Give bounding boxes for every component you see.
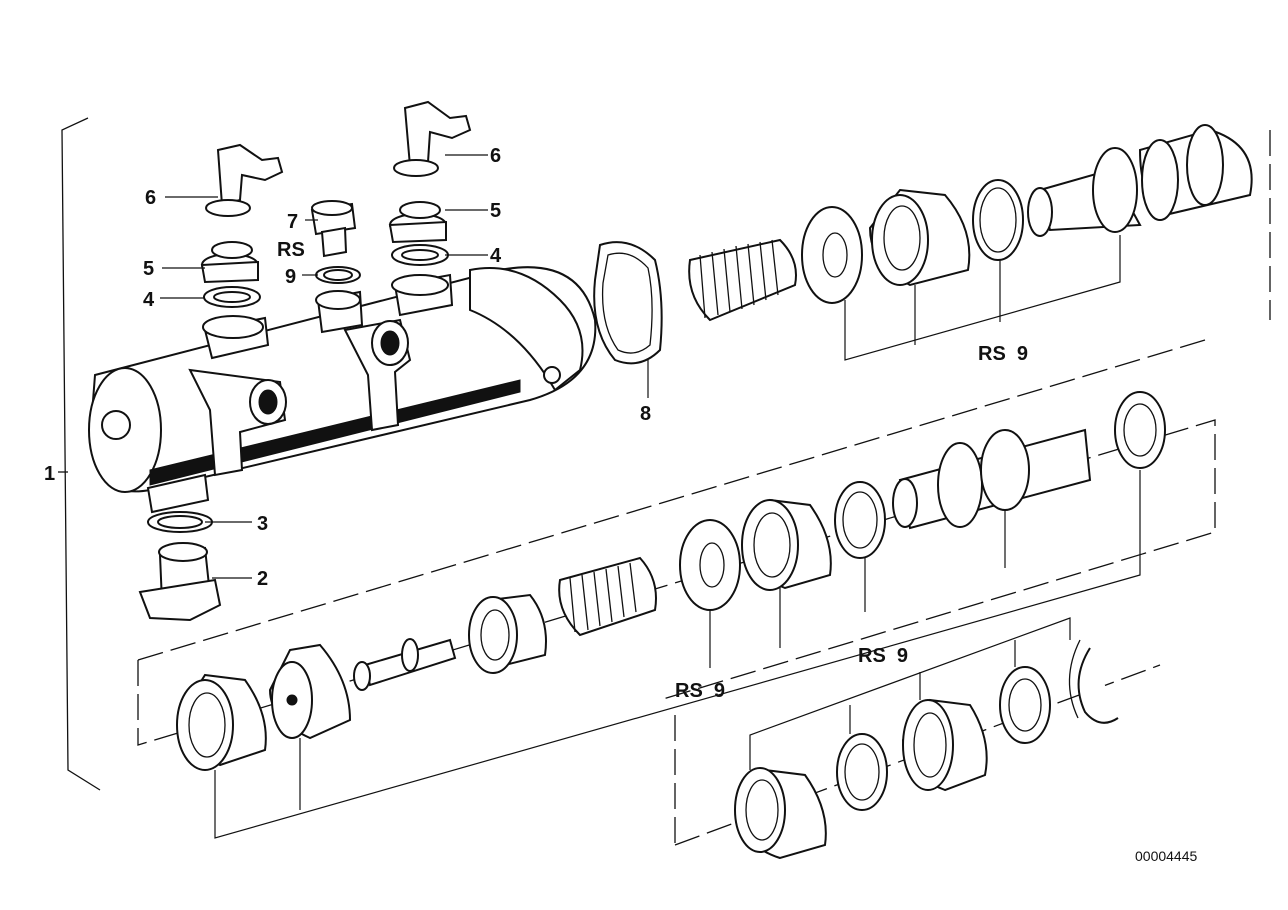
washer-4-left — [203, 286, 261, 308]
star-washer-middle — [679, 519, 741, 611]
label-gasket-8: 8 — [640, 403, 651, 425]
label-seal-ring-3: 3 — [257, 513, 268, 535]
label-elbow-6-left: 6 — [145, 187, 156, 209]
cup-seal-upper — [868, 188, 971, 287]
washer-lower — [999, 666, 1051, 744]
elbow-6-left — [205, 143, 284, 217]
elbow-6-right — [393, 100, 472, 177]
bolt-middle — [353, 638, 457, 691]
label-repair-set-top: RS 9 — [978, 343, 1028, 365]
piston-upper — [1027, 124, 1253, 237]
spring-middle — [558, 556, 657, 637]
label-screw-plug-7: 7 — [287, 211, 298, 233]
ring-9 — [315, 266, 361, 284]
cup-seal-middle — [741, 498, 832, 591]
leader-lines — [160, 154, 1141, 839]
ring-middle — [834, 481, 886, 559]
piston-middle — [892, 428, 1092, 530]
ring-lower — [836, 733, 888, 811]
gasket-8 — [593, 241, 663, 365]
seal-ring-3 — [147, 511, 213, 533]
cup-seal-lower-left — [734, 767, 827, 860]
reference-number: 00004445 — [1135, 848, 1198, 864]
washer-middle-right — [1114, 391, 1166, 469]
label-washer-4-right: 4 — [490, 245, 502, 267]
label-plug-2: 2 — [257, 568, 268, 590]
label-repair-set-right: RS 9 — [858, 645, 908, 667]
washer-4-right — [391, 244, 449, 266]
circlip — [1068, 639, 1119, 724]
master-cylinder-body — [88, 266, 597, 514]
label-grommet-5-right: 5 — [490, 200, 501, 222]
screw-plug-7 — [310, 200, 357, 258]
label-washer-4-left: 4 — [143, 289, 155, 311]
plug-2 — [138, 542, 222, 622]
cone-washer-left — [268, 643, 352, 740]
label-repair-set-middle: RS 9 — [675, 680, 725, 702]
grommet-5-right — [388, 201, 447, 244]
label-ring-9: 9 — [285, 266, 296, 288]
cup-seal-left — [176, 673, 267, 771]
sleeve-middle — [468, 593, 547, 674]
ring-upper — [972, 179, 1024, 261]
grommet-5-left — [200, 241, 259, 284]
label-grommet-5-left: 5 — [143, 258, 154, 280]
label-rs-upper: RS — [277, 239, 305, 261]
star-washer-upper — [801, 206, 863, 304]
spring-upper — [688, 238, 797, 322]
assembly-bracket — [58, 117, 101, 791]
label-elbow-6-right: 6 — [490, 145, 501, 167]
cup-seal-lower-right — [901, 698, 988, 792]
label-assembly: 1 — [44, 463, 55, 485]
